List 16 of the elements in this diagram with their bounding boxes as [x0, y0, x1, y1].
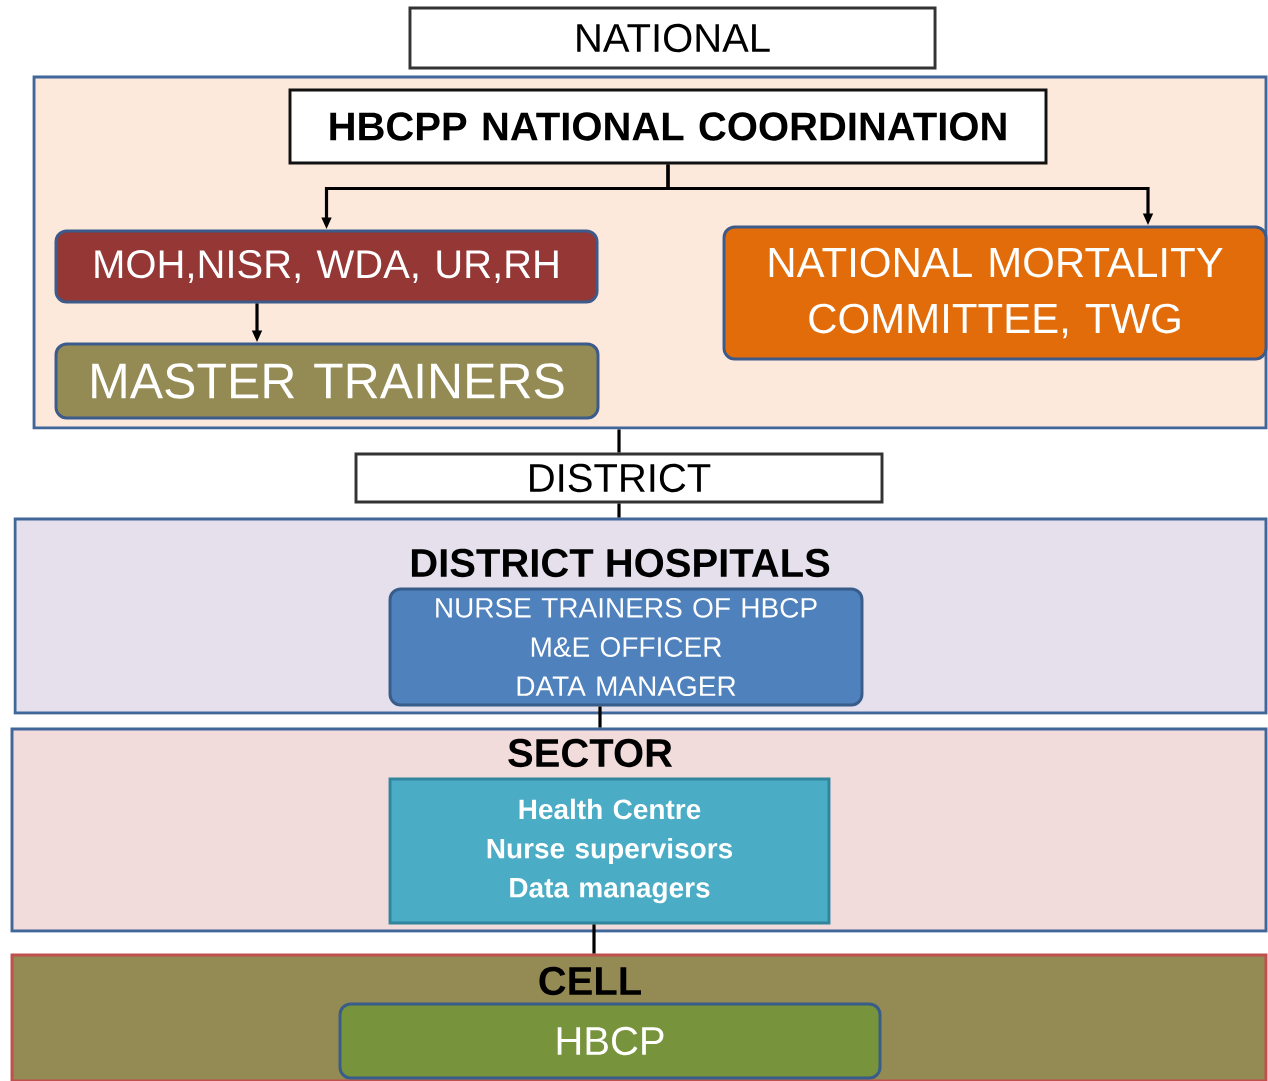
level-heading: DISTRICT HOSPITALS: [411, 548, 830, 578]
level-heading: CELL: [539, 966, 641, 996]
staff-box: NURSE TRAINERS OF HBCP M&E OFFICER DATA MANAGER: [388, 587, 864, 707]
connector: [617, 429, 621, 453]
level-heading: SECTOR: [508, 738, 673, 768]
trainer-box: MASTER TRAINERS: [54, 342, 600, 420]
team-box: HBCP: [338, 1002, 882, 1080]
connector: [617, 503, 621, 518]
partner-box: MOH,NISR, WDA, UR,RH: [54, 229, 599, 304]
connector: [592, 924, 596, 954]
level-box: DISTRICT: [354, 452, 884, 504]
connector: [598, 706, 602, 728]
coordination-box: HBCPP NATIONAL COORDINATION: [288, 88, 1048, 165]
staff-box: Health Centre Nurse supervisors Data managers: [388, 777, 831, 925]
level-box: NATIONAL: [408, 6, 937, 70]
committee-box: NATIONAL MORTALITY COMMITTEE, TWG: [722, 225, 1268, 361]
